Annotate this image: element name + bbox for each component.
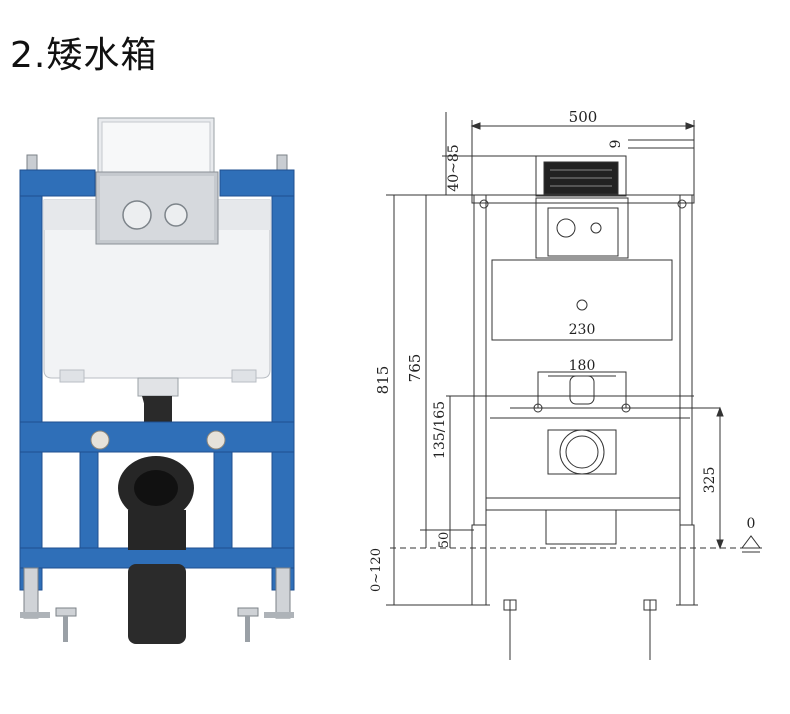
cistern-product-illustration: [19, 117, 295, 644]
anchor-bolt-right: [237, 607, 259, 642]
dim-230: 230: [569, 322, 596, 338]
dim-325: 325: [702, 467, 718, 494]
frame-middle-bar: [19, 421, 295, 453]
anchor-bolt-left: [55, 607, 77, 642]
page-title: 2.矮水箱: [10, 35, 158, 76]
dim-180: 180: [569, 358, 596, 374]
zero-level: 0: [747, 516, 756, 532]
dim-top-small: 9: [608, 140, 624, 149]
frame-right-post: [271, 169, 295, 591]
drawing-drain: [559, 429, 605, 475]
technical-drawing: 500 9 40~85 815 765 135/165 50 0~120 230…: [369, 108, 762, 660]
dim-height-total: 815: [374, 366, 392, 395]
dim-height-inner: 765: [406, 354, 424, 383]
frame-left-post: [19, 169, 43, 591]
dim-fix-range: 135/165: [432, 401, 448, 459]
dim-adjust: 0~120: [369, 548, 384, 592]
drain-pipe: [128, 564, 186, 644]
flush-button-large: [122, 200, 152, 230]
dim-base: 50: [437, 532, 452, 549]
flush-button-small: [164, 203, 188, 227]
dim-width: 500: [569, 108, 598, 126]
dim-top-range: 40~85: [446, 144, 462, 191]
